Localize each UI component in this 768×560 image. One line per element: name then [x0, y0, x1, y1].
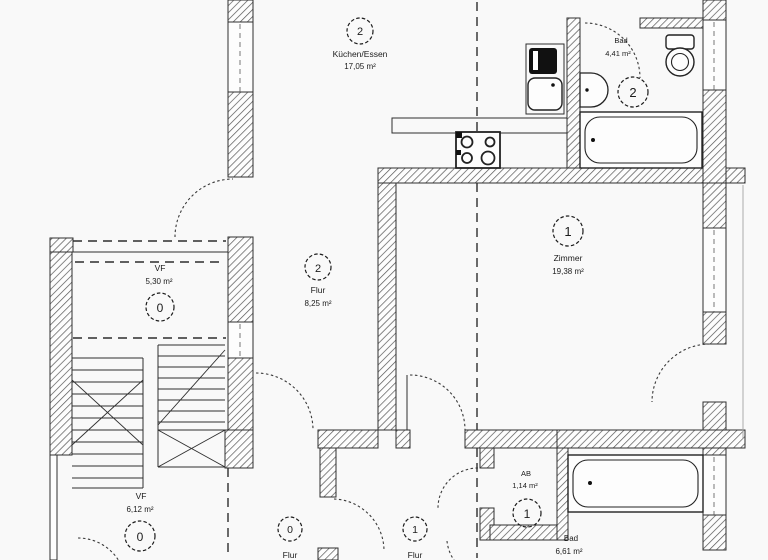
room-number: 1	[412, 524, 418, 536]
room-number: 1	[564, 224, 571, 239]
room-name: AB	[521, 469, 531, 478]
door-arc	[584, 22, 641, 79]
room-name: VF	[136, 491, 147, 501]
room-number-circle	[552, 215, 584, 247]
zimmer-room-label: 1 Zimmer 19,38 m²	[552, 215, 584, 276]
washbasin-icon	[579, 72, 609, 108]
door-arcs-group	[77, 22, 711, 560]
room-number-circle	[304, 253, 332, 281]
bathtub-icon	[567, 454, 704, 513]
room-number: 0	[137, 530, 144, 544]
kitchen-sink-icon	[525, 43, 565, 115]
room-number-circle	[512, 498, 542, 528]
room-name: Flur	[283, 550, 298, 560]
toilet-icon	[665, 34, 695, 77]
vf-top-room-label: VF 5,30 m² 0	[145, 263, 175, 322]
flur-bottom-left-room-label: 0 Flur	[277, 516, 303, 560]
room-number-circle	[145, 292, 175, 322]
room-area: 17,05 m²	[344, 62, 376, 71]
room-number: 2	[629, 85, 636, 100]
flur-main-room-label: 2 Flur 8,25 m²	[304, 253, 332, 308]
room-number-circle	[617, 76, 649, 108]
door-arc	[651, 343, 711, 403]
door-arc	[174, 178, 234, 238]
door-arc	[333, 498, 385, 552]
bathtub-icon	[579, 111, 703, 169]
room-name: VF	[155, 263, 166, 273]
room-name: Bad	[564, 534, 578, 543]
windows-group	[49, 19, 727, 560]
room-number-circle	[402, 516, 428, 542]
room-number: 0	[287, 524, 293, 536]
room-number-circle	[124, 520, 156, 552]
door-arc	[409, 374, 466, 431]
room-area: 8,25 m²	[304, 299, 331, 308]
kitchen-room-label: 2 Küchen/Essen 17,05 m²	[333, 17, 388, 71]
room-number-circle	[277, 516, 303, 542]
bad-bottom-room-label: Bad 6,61 m²	[555, 534, 582, 556]
room-name: Flur	[408, 550, 423, 560]
stairs	[71, 344, 226, 489]
room-number-circle	[346, 17, 374, 45]
room-name: Flur	[311, 285, 326, 295]
room-number: 1	[524, 507, 531, 521]
door-arc	[437, 467, 479, 509]
room-area: 5,30 m²	[145, 277, 172, 286]
room-number: 2	[315, 263, 321, 275]
bad-top-room-label: Bad 4,41 m² 2	[605, 36, 649, 108]
room-name: Küchen/Essen	[333, 49, 388, 59]
flur-bottom-right-room-label: 1 Flur	[402, 516, 428, 560]
room-number: 0	[157, 301, 164, 315]
room-name: Zimmer	[554, 253, 583, 263]
ab-room-label: AB 1,14 m² 1	[512, 469, 542, 528]
room-name: Bad	[614, 36, 627, 45]
door-arc	[255, 372, 314, 431]
walls-group	[49, 0, 746, 560]
room-area: 6,12 m²	[126, 505, 153, 514]
door-arc	[446, 540, 455, 560]
vf-bottom-room-label: VF 6,12 m² 0	[124, 491, 156, 552]
room-area: 19,38 m²	[552, 267, 584, 276]
room-area: 6,61 m²	[555, 547, 582, 556]
room-area: 1,14 m²	[512, 481, 538, 490]
stove-icon	[455, 131, 501, 169]
room-number: 2	[357, 26, 363, 38]
room-area: 4,41 m²	[605, 49, 631, 58]
